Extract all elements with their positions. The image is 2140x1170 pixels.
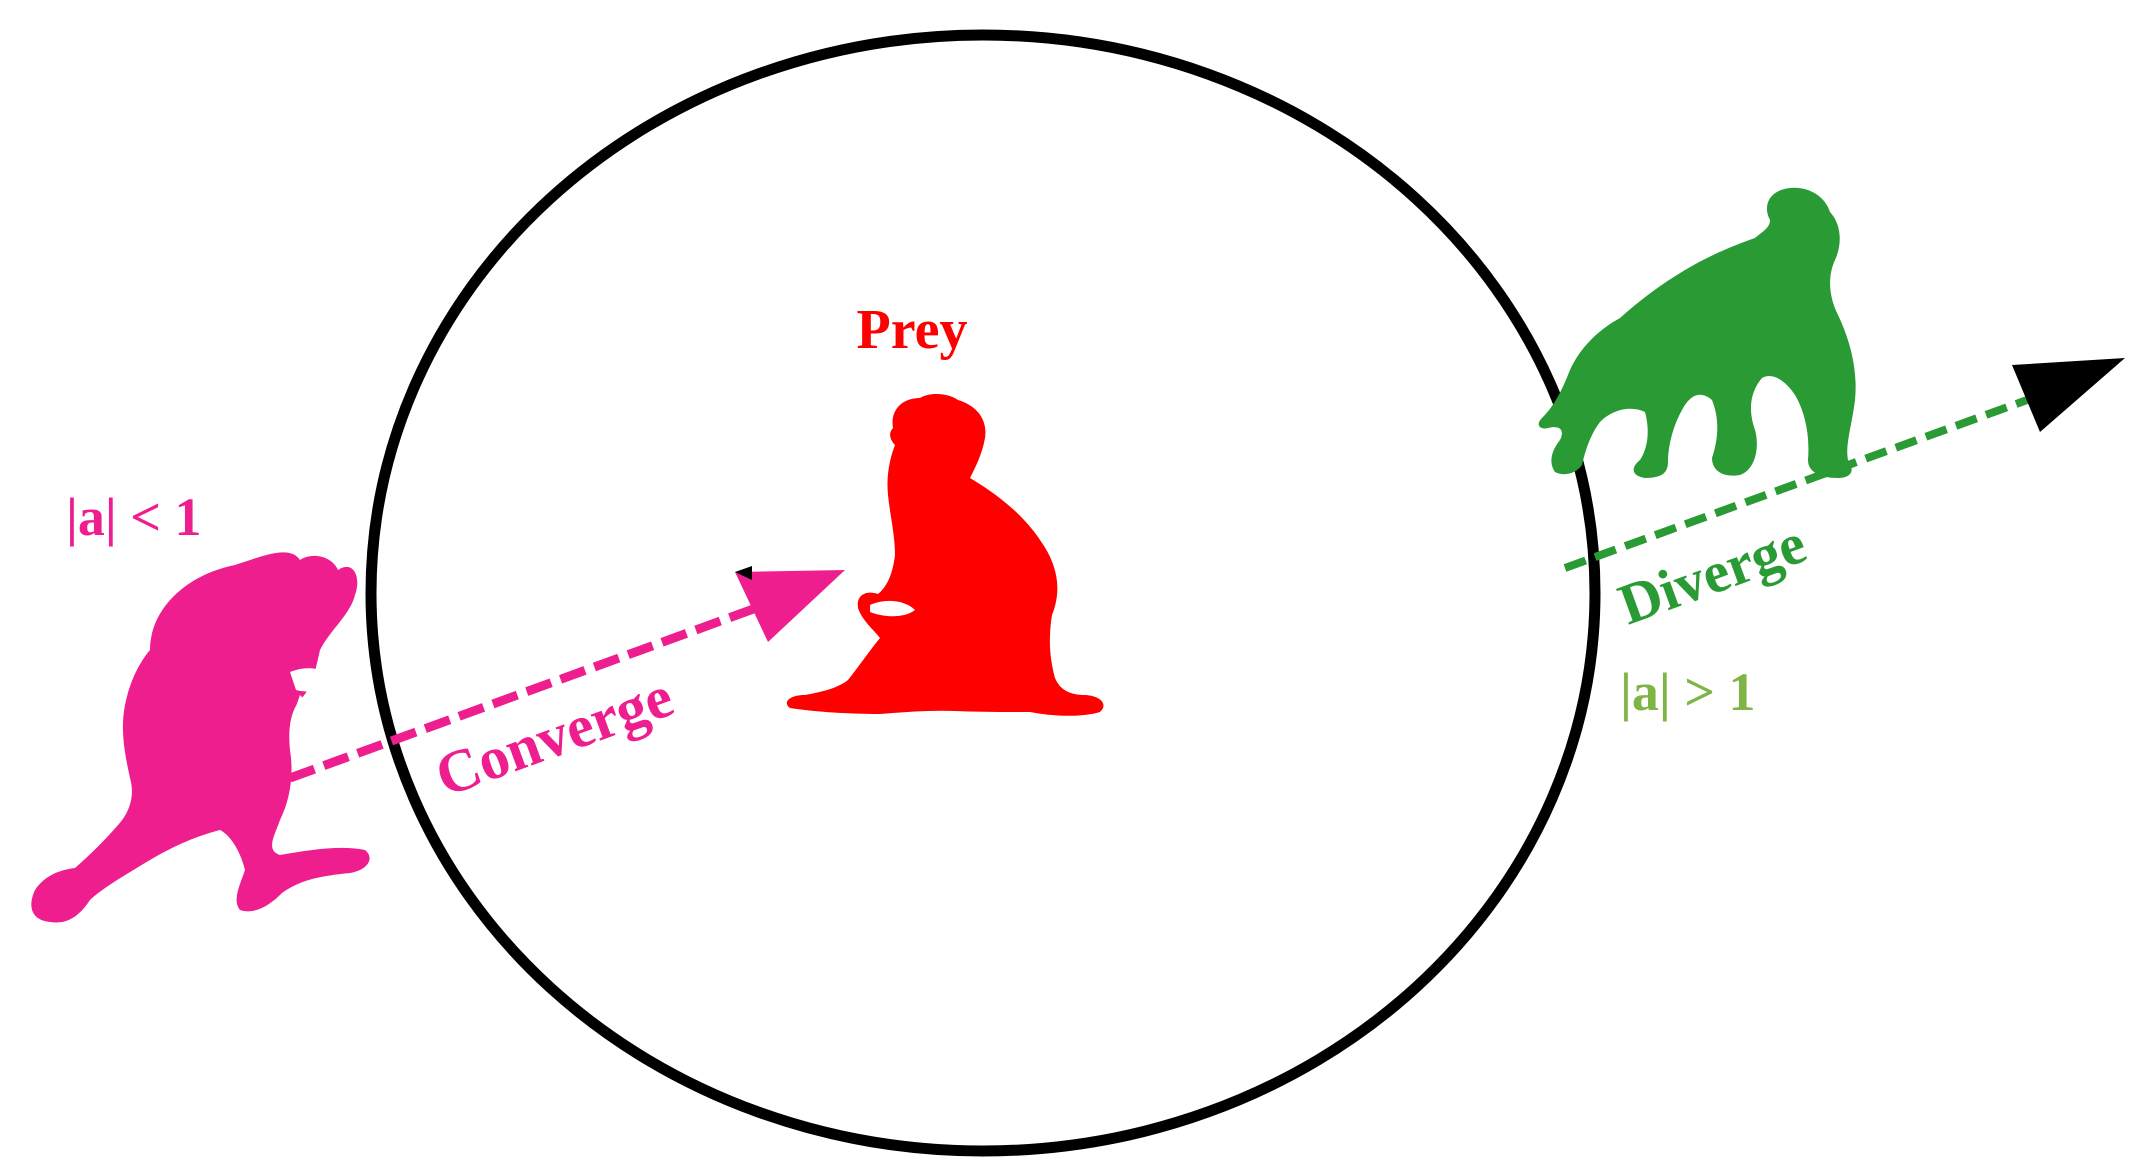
diverge-arrow — [1563, 358, 2125, 572]
prey-label: Prey — [857, 299, 968, 361]
left-condition-label: |a| < 1 — [66, 487, 202, 547]
monkey-sitting-icon — [786, 394, 1104, 716]
chimpanzee-crouching-icon — [31, 552, 370, 923]
converge-arrowhead-tip — [735, 566, 752, 580]
diverge-arrowhead — [2012, 358, 2125, 432]
converge-arrowhead — [735, 570, 845, 642]
converge-label: Converge — [427, 663, 681, 809]
diverge-label: Diverge — [1610, 510, 1814, 637]
search-boundary-circle — [365, 29, 1601, 1157]
right-condition-label: |a| > 1 — [1620, 662, 1756, 722]
chimpanzee-walking-icon — [1538, 187, 1856, 479]
converge-arrow — [288, 566, 845, 783]
